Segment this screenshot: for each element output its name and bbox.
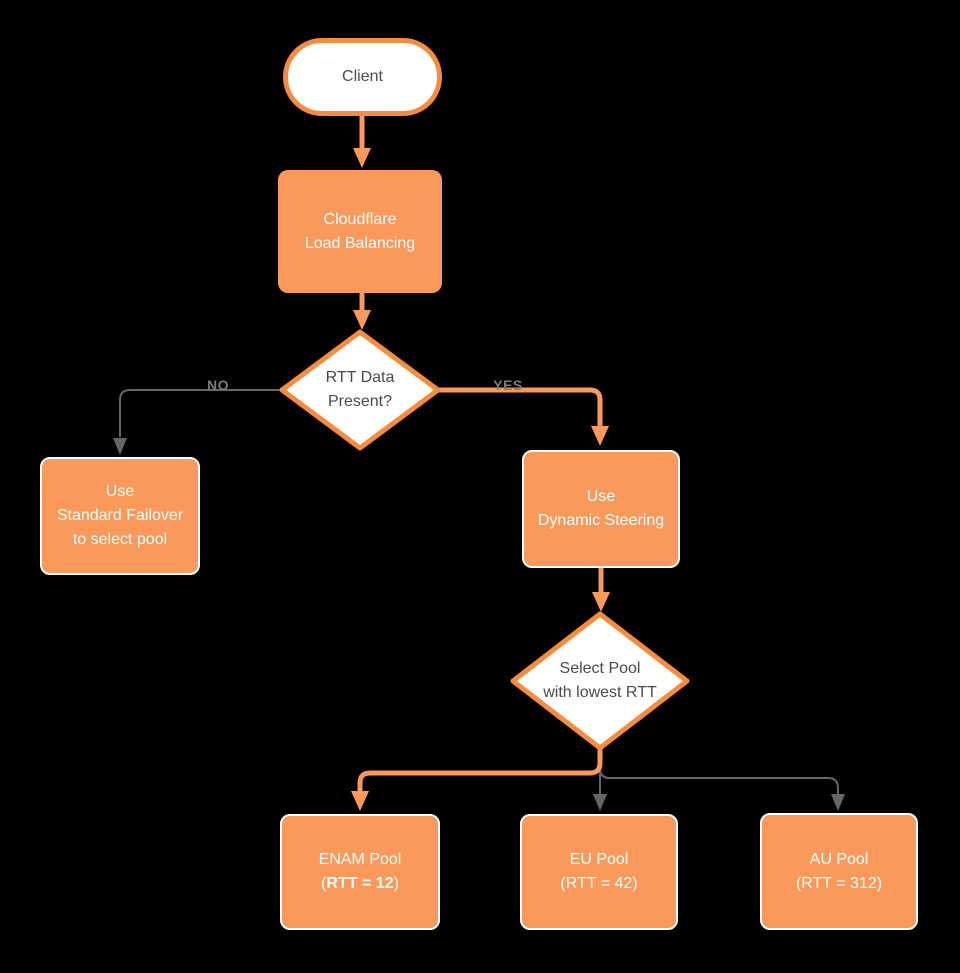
node-standard-failover: Use Standard Failover to select pool [40,457,200,575]
node-eu-pool: EU Pool (RTT = 42) [520,814,678,930]
load-balancing-line2: Load Balancing [304,234,416,252]
node-load-balancing: Cloudflare Load Balancing [278,170,442,293]
dynamic-steering-line1: Use [586,488,616,505]
load-balancing-line1: Cloudflare [323,210,397,228]
client-label: Client [342,68,383,85]
edge-no-branch [113,389,282,455]
au-pool-line1: AU Pool [809,850,869,868]
edge-label-no: NO [207,377,229,393]
node-enam-pool: ENAM Pool (RTT = 12) [280,814,440,930]
arrowhead-rtt-decision [353,310,371,330]
edge-client-to-lb [353,114,371,168]
standard-failover-line1: Use [105,483,135,500]
dynamic-steering-line2: Dynamic Steering [537,512,665,529]
edge-lb-to-rtt-decision [353,293,371,330]
node-au-pool: AU Pool (RTT = 312) [760,813,918,930]
standard-failover-line3: to select pool [72,531,168,548]
edge-to-au-pool [599,750,845,811]
au-pool-line2: (RTT = 312) [795,874,883,892]
select-pool-label: Select Pool with lowest RTT [543,660,657,701]
edge-steering-to-select [592,568,610,612]
edge-label-yes: YES [493,377,523,393]
arrowhead-no [113,438,127,455]
rtt-decision-label: RTT Data Present? [325,369,395,410]
standard-failover-line2: Standard Failover [56,507,184,524]
edge-to-enam-pool [351,748,603,811]
enam-rtt-value: RTT = 12 [326,875,394,892]
eu-pool-line2: (RTT = 42) [560,875,638,892]
diamond-rtt-decision [279,329,441,451]
arrowhead-lb [353,148,371,168]
node-client: Client [283,38,442,116]
arrowhead-enam [351,791,369,811]
diamond-select-pool [510,611,690,751]
enam-pool-line1: ENAM Pool [318,851,402,868]
arrowhead-yes [591,426,609,446]
node-dynamic-steering: Use Dynamic Steering [522,450,680,568]
enam-pool-line2: (RTT = 12) [321,875,399,892]
arrowhead-select-pool [592,592,610,612]
edge-yes-branch [438,387,609,446]
arrowhead-au [831,794,845,811]
arrowhead-eu [593,794,607,811]
eu-pool-line1: EU Pool [569,851,629,868]
